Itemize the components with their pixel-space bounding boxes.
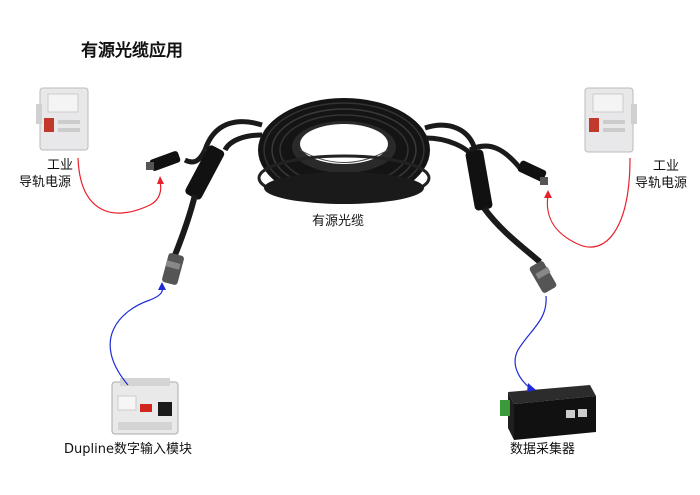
right-power-label-line1: 工业 [653,159,680,174]
right-power-link [546,157,631,248]
left-din-power-supply [36,87,89,151]
right-data-link [514,295,547,389]
cable-coil [257,98,431,204]
left-m12-connector [162,253,184,285]
left-power-label-line2: 导轨电源 [19,175,72,190]
left-power-label-line1: 工业 [47,158,74,173]
right-data-arrow [527,383,536,392]
page-title: 有源光缆应用 [81,41,183,61]
left-cable-breakout [146,119,263,257]
left-power-link [77,157,162,214]
right-power-arrow [544,190,552,198]
left-power-arrow [157,176,164,184]
input-module-label: Dupline数字输入模块 [64,442,192,457]
right-power-label: 工业 导轨电源 [635,158,687,192]
data-collector-label: 数据采集器 [510,442,576,457]
data-collector [500,385,596,440]
right-din-power-supply [584,87,637,153]
left-data-link [109,285,164,386]
right-cable-breakout [424,122,548,265]
right-power-label-line2: 导轨电源 [635,176,688,191]
dupline-input-module [111,378,179,435]
cable-label: 有源光缆 [312,214,365,229]
left-power-label: 工业 导轨电源 [19,157,74,191]
right-m12-connector [529,261,557,293]
left-data-arrow [158,282,166,290]
